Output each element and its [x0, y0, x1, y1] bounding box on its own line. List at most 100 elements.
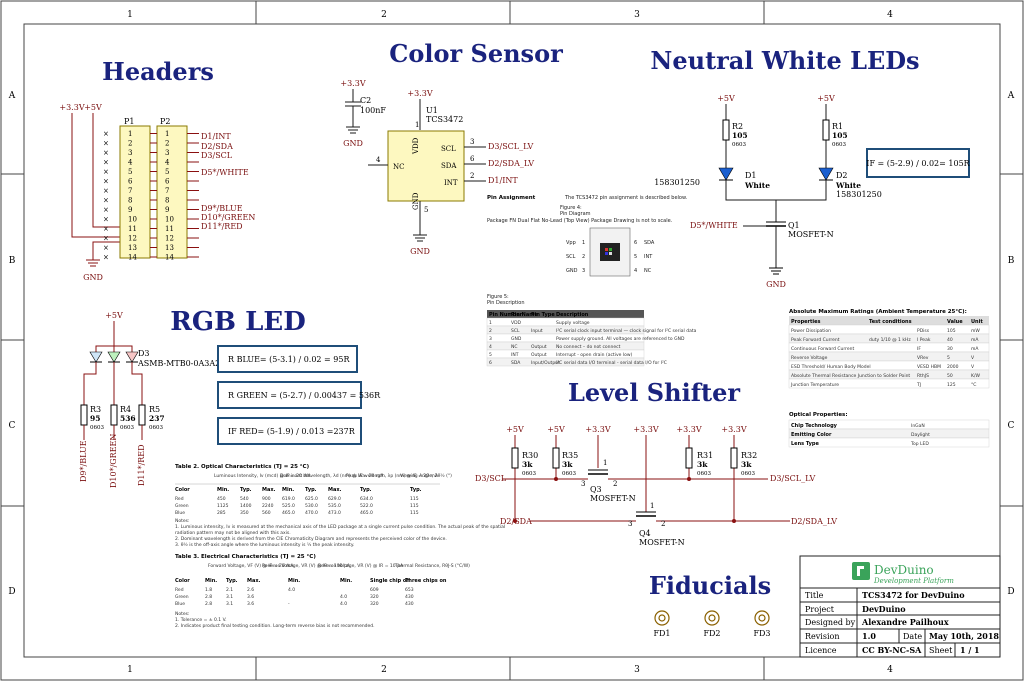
header-p1-pin-number: 4: [128, 159, 133, 167]
q3-pin: 3: [581, 480, 585, 488]
resistor-r3-package: 0603: [90, 425, 104, 431]
table3-cell: 3.1: [226, 601, 233, 607]
table2-cell: 530.0: [305, 503, 318, 509]
table-cell: 5: [947, 355, 950, 361]
table3-cell: 430: [405, 601, 414, 607]
no-connect-mark: ×: [103, 149, 109, 157]
chip-pin-left-num: 3: [582, 268, 585, 274]
resistor-r30-package: 0603: [522, 471, 536, 477]
table2-cell: 634.0: [360, 496, 373, 502]
frame-row-label: D: [1007, 587, 1014, 597]
table2-cell: 115: [410, 503, 419, 509]
section-title-level-shifter: Level Shifter: [568, 378, 740, 407]
sensor-body: [387, 130, 465, 202]
chip-pin-right-num: 4: [634, 268, 637, 274]
table-cell: °C: [971, 382, 976, 388]
header-p1-pin-number: 6: [128, 178, 133, 186]
no-connect-mark: ×: [103, 235, 109, 243]
table-cell: 1: [489, 320, 492, 326]
table3-cell: 320: [370, 601, 379, 607]
sensor-pin-num: 4: [376, 156, 381, 164]
fiducial-fd2-label: FD2: [703, 629, 720, 638]
net-label-d1-int: D1/INT: [201, 132, 231, 141]
table3-cell: 3.6: [247, 601, 254, 607]
net-label-d1-int: D1/INT: [488, 176, 518, 185]
resistor-r31-value: 3k: [697, 460, 708, 469]
frame-col-label: 4: [887, 10, 893, 20]
table-cell: mA: [971, 346, 979, 352]
net-label-5v: +5V: [717, 94, 735, 103]
fiducial-fd1-label: FD1: [653, 629, 670, 638]
rgb-led-part: ASMB-MTB0-0A3A2: [137, 359, 220, 368]
header-p1-pin-number: 10: [128, 216, 137, 224]
title-label: Title: [805, 591, 824, 600]
table3-cell: 320: [370, 594, 379, 600]
table-cell: 3: [489, 336, 492, 342]
table3-sub-header: Min.: [205, 578, 217, 584]
sheet-label: Sheet: [929, 646, 953, 655]
net-label-gnd: GND: [410, 247, 430, 256]
table2-group-header: Peak Wavelength, λp (nm) @ IF = 20 mA: [346, 473, 439, 479]
header-p2-pin-number: 1: [165, 130, 169, 138]
no-connect-mark: ×: [103, 178, 109, 186]
table2-cell: 619.0: [282, 496, 295, 502]
resistor-r2-ref: R2: [732, 122, 743, 131]
no-connect-mark: ×: [103, 254, 109, 262]
table2-group-header: Dominant Wavelength, λd (nm) @ IF = 20 m…: [280, 473, 384, 479]
designer-value: Alexandre Pailhoux: [861, 617, 949, 627]
resistor-r4-ref: R4: [120, 405, 131, 414]
net-label-d5-white: D5*/WHITE: [690, 221, 738, 230]
mosfet-q1-part: MOSFET-N: [788, 230, 834, 239]
table2-cell: 560: [262, 510, 271, 516]
no-connect-mark: ×: [103, 244, 109, 252]
date-label: Date: [903, 632, 922, 641]
header-p2-pin-number: 13: [165, 244, 174, 252]
header-p2-pin-number: 4: [165, 159, 170, 167]
header-p2-pin-number: 11: [165, 225, 174, 233]
net-label-3v3: +3.3V: [59, 103, 84, 112]
licence-label: Licence: [805, 646, 837, 655]
table3-sub-header: Color: [175, 578, 190, 584]
optical-property-name: Emitting Color: [791, 432, 832, 438]
net-label-3v3: +3.3V: [585, 425, 610, 434]
frame-row-label: B: [9, 256, 16, 266]
header-p2-pin-number: 6: [165, 178, 170, 186]
rgb-blue-formula: R BLUE= (5-3.1) / 0.02 = 95R: [228, 355, 350, 364]
frame-col-label: 3: [634, 10, 640, 20]
table-cell: Output: [531, 352, 547, 358]
led-d2-ref: D2: [836, 171, 848, 180]
resistor-r35-value: 3k: [562, 460, 573, 469]
table-cell: 30: [947, 346, 953, 352]
table-cell: I Peak: [917, 337, 931, 343]
net-label-5v: +5V: [817, 94, 835, 103]
table2-title: Table 2. Optical Characteristics (TJ = 2…: [175, 464, 310, 470]
table3-cell: 2.8: [205, 594, 212, 600]
header-p1-pin-number: 12: [128, 235, 137, 243]
table2-group-header: Luminous Intensity, Iv (mcd) @ IF = 20 m…: [214, 473, 312, 479]
table-header-cell: Properties: [791, 319, 820, 325]
abs-max-title: Absolute Maximum Ratings (Ambient Temper…: [789, 309, 967, 315]
table-header-cell: Pin Type: [531, 312, 555, 318]
no-connect-mark: ×: [103, 168, 109, 176]
table2-cell: 465.0: [360, 510, 373, 516]
table-cell: TJ: [916, 382, 921, 388]
resistor-r31-package: 0603: [697, 471, 711, 477]
table2-sub-header: Typ.: [360, 487, 372, 493]
section-title-neutral-white-leds: Neutral White LEDs: [650, 46, 919, 75]
chip-pin-left-num: 2: [582, 254, 585, 260]
table3-cell: 3.6: [247, 594, 254, 600]
table3-note: Notes:: [175, 611, 190, 617]
net-label-d9-blue: D9*/BLUE: [201, 204, 243, 213]
fiducial-fd1-symbol: [654, 610, 670, 626]
table2-sub-header: Typ.: [240, 487, 252, 493]
no-connect-mark: ×: [103, 216, 109, 224]
table2-sub-header: Max.: [328, 487, 342, 493]
resistor-r3-ref: R3: [90, 405, 101, 414]
net-label-d3-scl-lv: D3/SCL_LV: [770, 474, 815, 483]
pin-description-fig: Figure 5:: [487, 294, 509, 300]
header-p2-pin-number: 8: [165, 197, 169, 205]
table2-group-header: Viewing Angle, 2θ½ (°): [400, 472, 452, 479]
table2-note: Notes:: [175, 518, 190, 524]
